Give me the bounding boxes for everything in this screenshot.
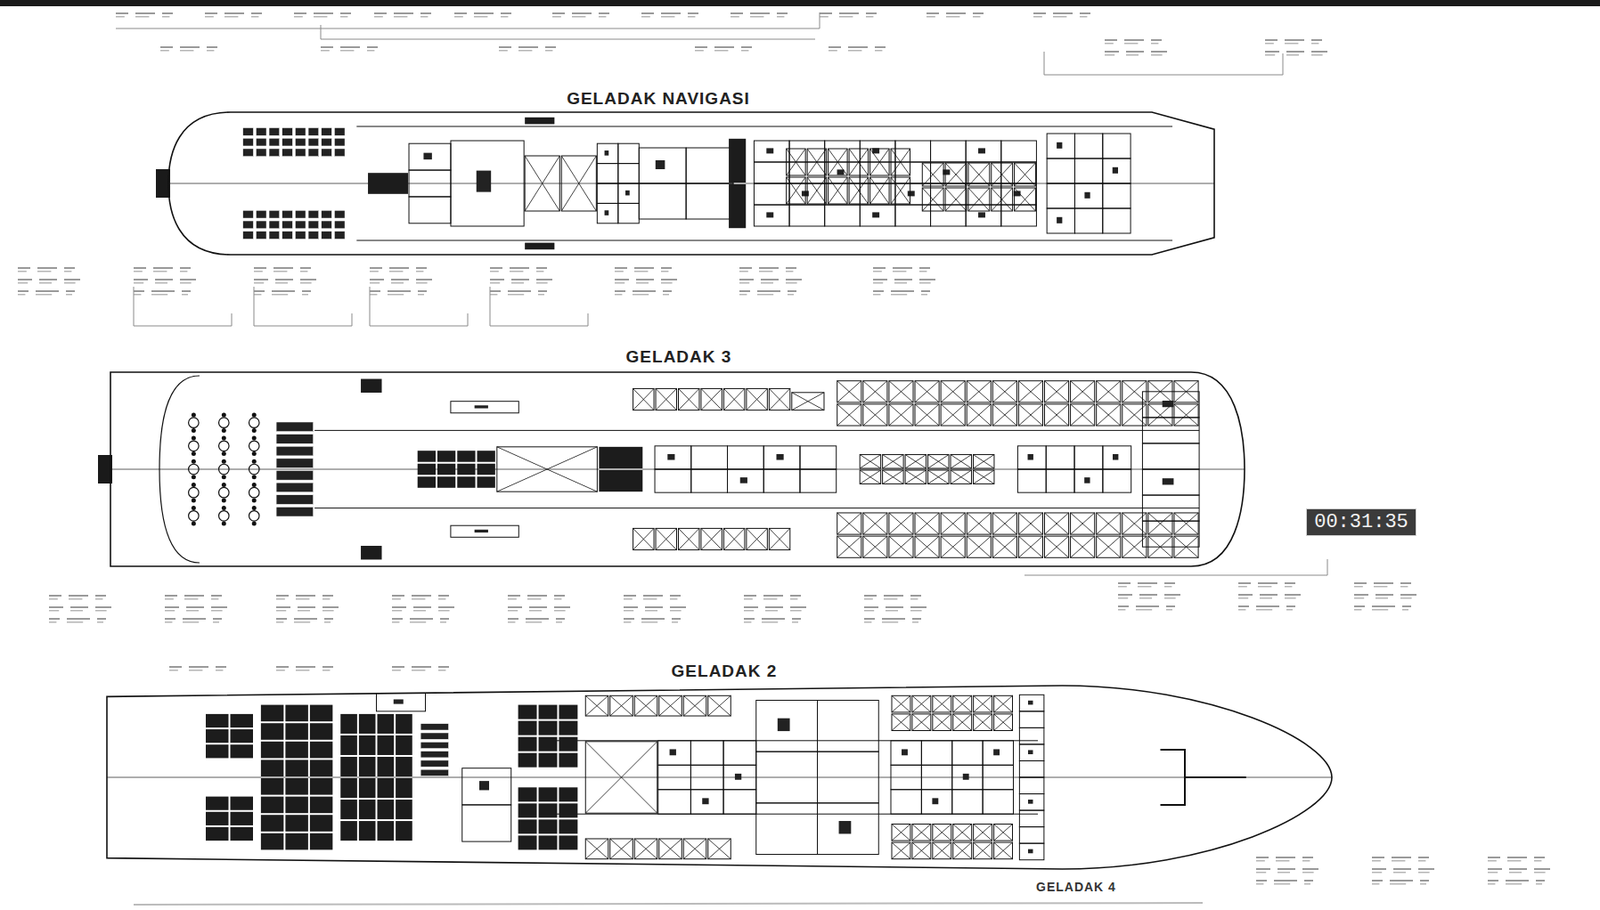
timestamp-box: 00:31:35: [1306, 508, 1417, 537]
annotation-marks: [1033, 12, 1091, 18]
annotation-marks: [276, 595, 339, 624]
annotation-marks: [1354, 582, 1417, 612]
annotation-marks: [819, 12, 877, 18]
annotation-marks: [1238, 582, 1301, 612]
leader-line: [133, 286, 232, 327]
annotation-marks: [253, 267, 317, 296]
leader-line: [489, 286, 588, 327]
annotation-marks: [1487, 857, 1551, 886]
deck-title: GELADAK 3: [622, 347, 736, 368]
leader-line: [115, 12, 820, 29]
annotation-marks: [552, 12, 610, 18]
annotation-marks: [1371, 857, 1435, 886]
deck-title: GELADAK NAVIGASI: [563, 89, 754, 109]
annotation-marks: [454, 12, 512, 18]
annotation-marks: [730, 12, 788, 18]
hull-outline: [106, 685, 1332, 870]
annotation-marks: [498, 46, 556, 52]
annotation-marks: [160, 46, 218, 52]
deck-plan: GELADAK 3: [110, 347, 1245, 567]
annotation-marks: [204, 12, 262, 18]
annotation-marks: [276, 666, 334, 672]
leader-line: [253, 286, 352, 327]
leader-line: [369, 286, 468, 327]
annotation-marks: [369, 267, 433, 296]
annotation-marks: [739, 267, 802, 296]
annotation-marks: [926, 12, 984, 18]
deck-plan: GELADAK 2: [106, 661, 1332, 870]
annotation-marks: [391, 595, 455, 624]
annotation-marks: [169, 666, 227, 672]
annotation-marks: [864, 595, 927, 624]
leader-line: [320, 24, 816, 40]
lower-deck-edge: [133, 903, 1203, 906]
annotation-marks: [623, 595, 686, 624]
hull-outline: [168, 112, 1215, 255]
annotation-marks: [489, 267, 553, 296]
annotation-marks: [694, 46, 752, 52]
annotation-marks: [743, 595, 807, 624]
annotation-marks: [873, 267, 936, 296]
annotation-marks: [48, 595, 112, 624]
annotation-marks: [391, 666, 449, 672]
leader-line: [1024, 559, 1328, 576]
annotation-marks: [133, 267, 196, 296]
timestamp-text: 00:31:35: [1314, 511, 1409, 534]
hull-outline: [110, 372, 1245, 567]
annotation-marks: [293, 12, 352, 18]
annotation-marks: [164, 595, 228, 624]
deck-label: GELADAK 4: [1033, 880, 1119, 895]
annotation-marks: [641, 12, 699, 18]
annotation-marks: [614, 267, 678, 296]
annotation-marks: [1118, 582, 1181, 612]
annotation-marks: [1104, 39, 1168, 57]
deck-title: GELADAK 2: [668, 661, 782, 682]
annotation-marks: [320, 46, 378, 52]
top-bar: [0, 0, 1600, 7]
annotation-marks: [17, 267, 81, 296]
annotation-marks: [507, 595, 571, 624]
leader-line: [1044, 51, 1283, 75]
annotation-marks: [115, 12, 173, 18]
annotation-marks: [1265, 39, 1328, 57]
annotation-marks: [1256, 857, 1319, 886]
annotation-marks: [374, 12, 432, 18]
deck-plan: GELADAK NAVIGASI: [168, 89, 1215, 255]
annotation-marks: [828, 46, 886, 52]
